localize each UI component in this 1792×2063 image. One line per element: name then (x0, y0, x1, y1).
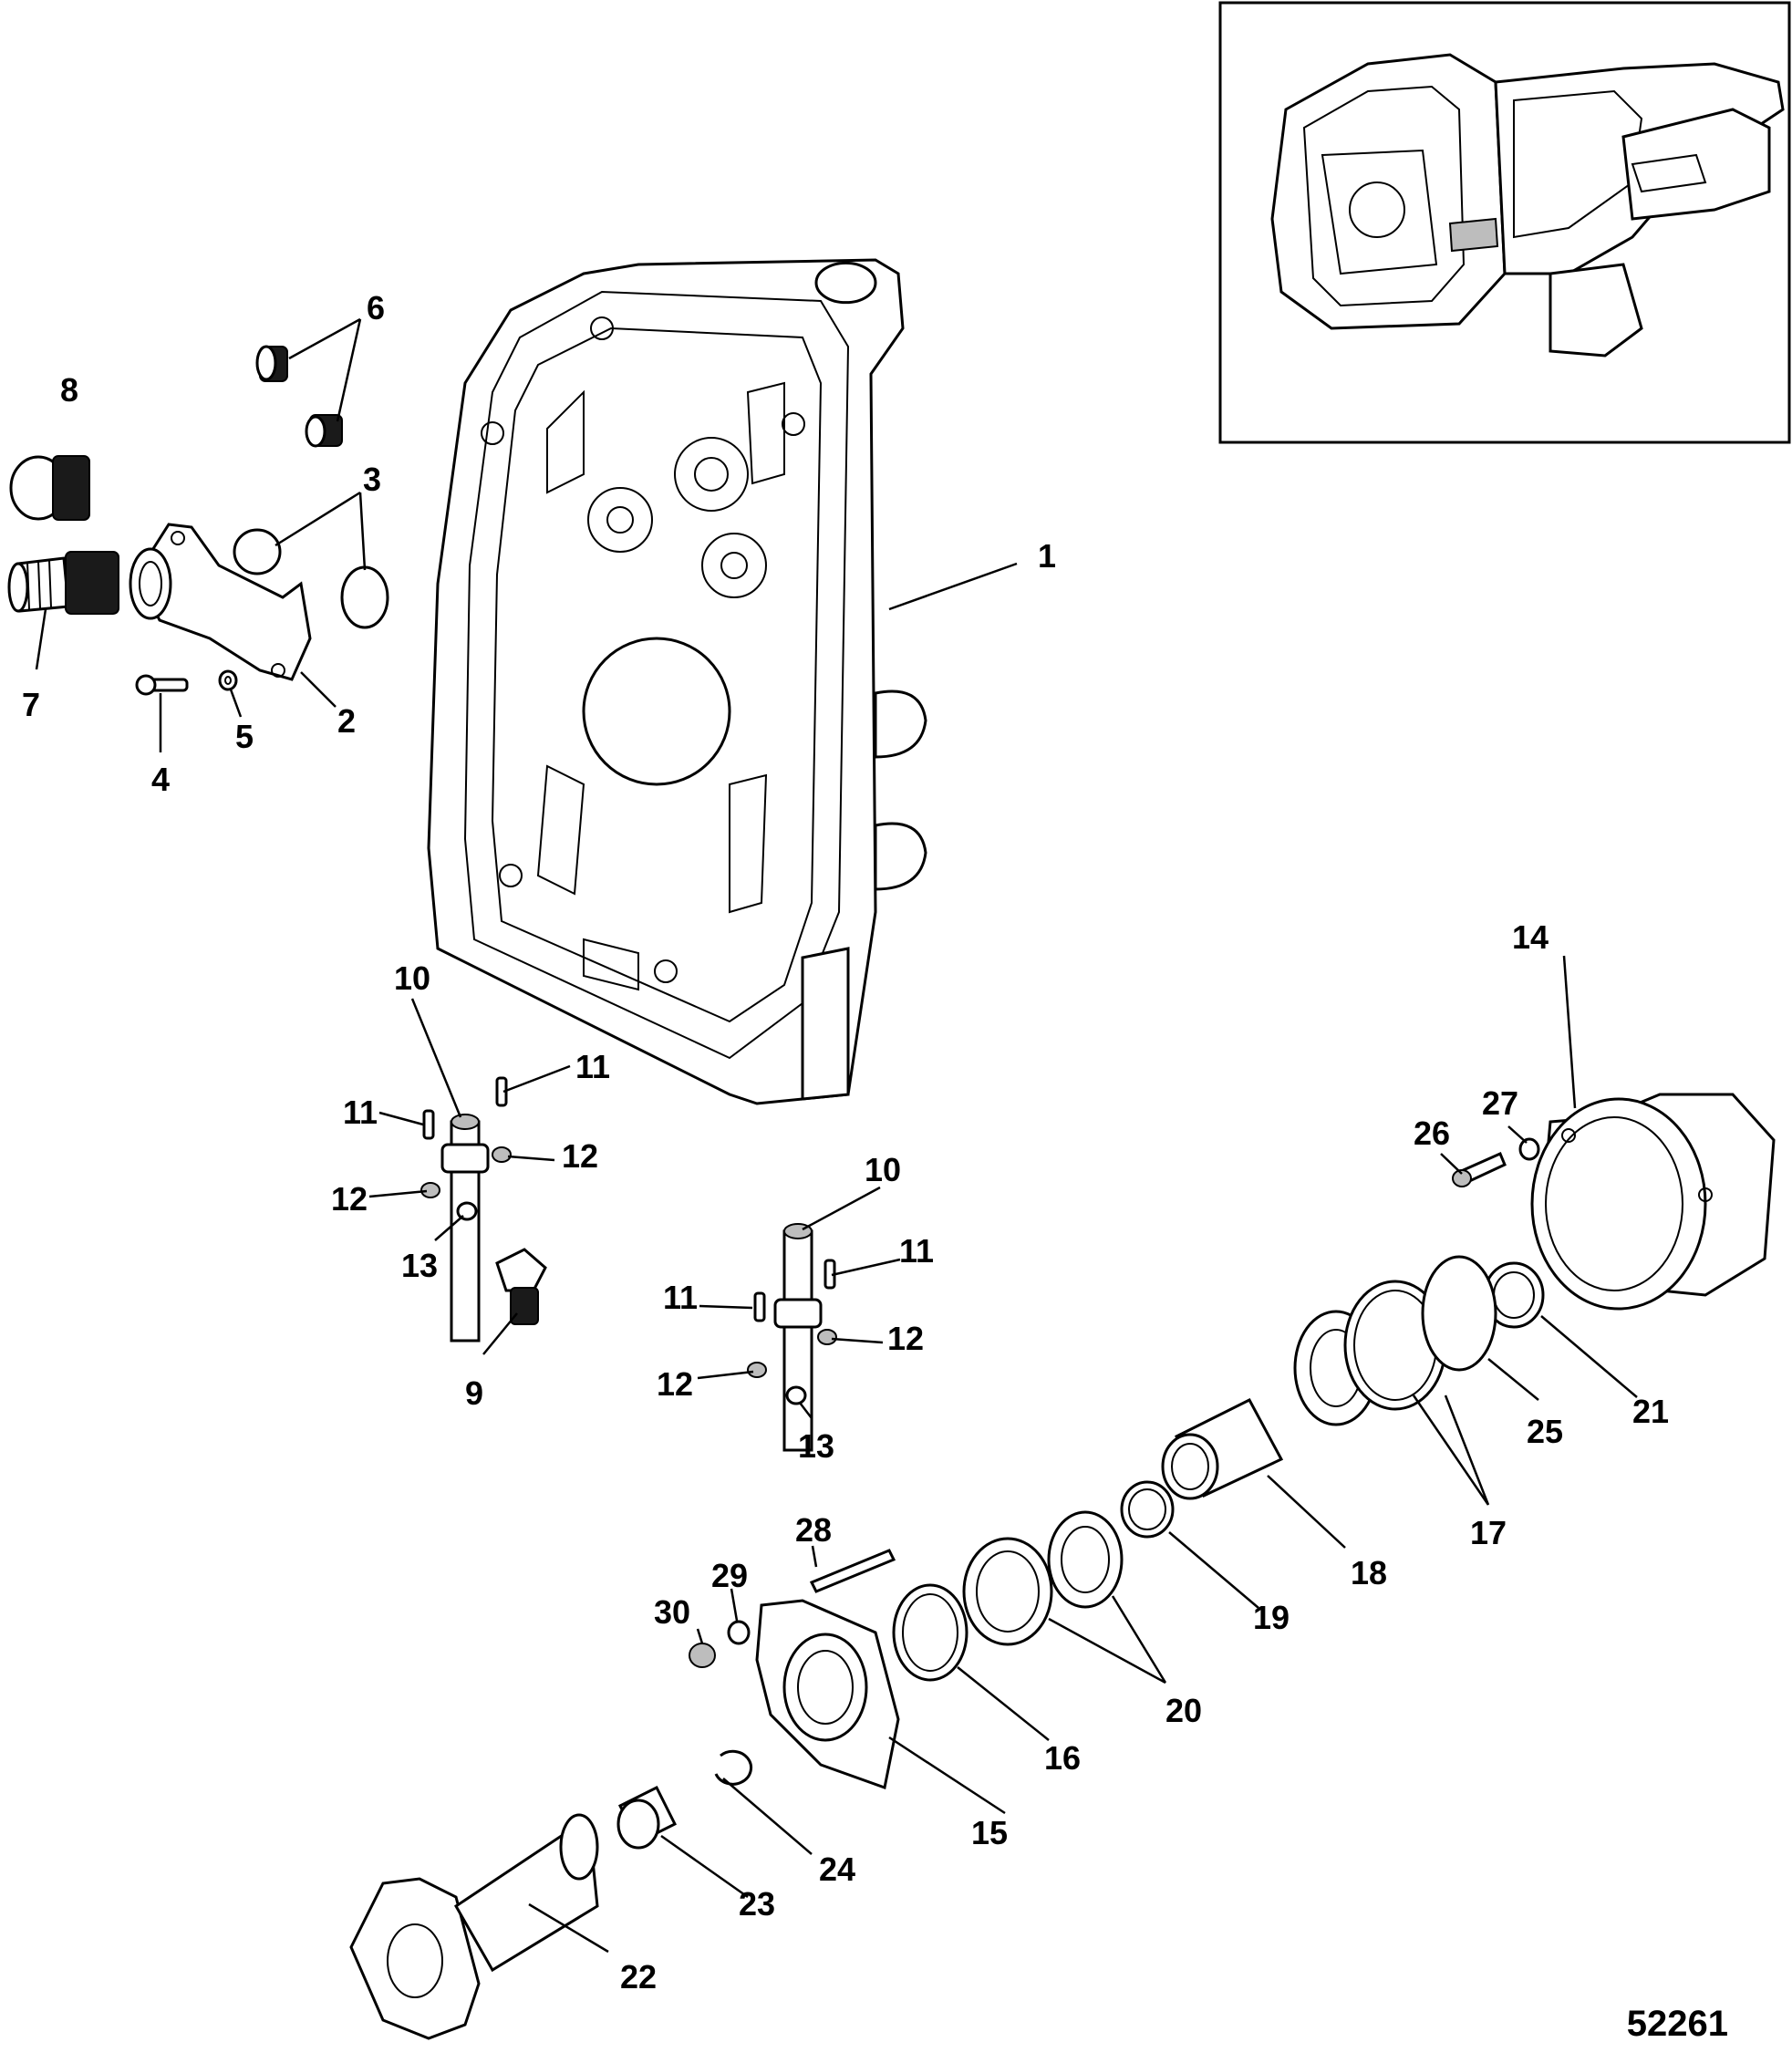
part-24-retaining-ring (714, 1749, 753, 1786)
part-10-pin-right (773, 1223, 823, 1452)
callout-20: 20 (1165, 1692, 1202, 1729)
leader-lines (35, 317, 1638, 1954)
part-29-washer (727, 1620, 751, 1645)
part-14-bearing-housing (1530, 1093, 1776, 1311)
callout-labels: 1 2 3 4 5 6 7 8 9 10 10 11 11 11 11 12 1… (22, 289, 1669, 1996)
callout-2: 2 (337, 702, 356, 740)
figure-id-number: 52261 (1627, 2004, 1728, 2044)
callout-15: 15 (971, 1814, 1008, 1851)
callout-9: 9 (465, 1374, 483, 1412)
callout-12-c: 12 (887, 1320, 924, 1357)
callout-3: 3 (363, 461, 381, 498)
part-30-nut (689, 1643, 716, 1668)
part-28-pin (809, 1549, 896, 1593)
callout-6: 6 (367, 289, 385, 327)
part-9-fitting (495, 1248, 547, 1325)
callout-17: 17 (1470, 1514, 1507, 1551)
callout-14: 14 (1512, 918, 1549, 956)
callout-18: 18 (1351, 1554, 1387, 1591)
part-15-retainer-plate (755, 1599, 900, 1789)
inset-overview (1218, 1, 1791, 444)
part-18-spacer-tube (1161, 1398, 1284, 1500)
callout-11-a: 11 (343, 1094, 378, 1131)
callout-26: 26 (1414, 1114, 1450, 1152)
callout-11-c: 11 (663, 1279, 698, 1316)
part-25-o-ring (1421, 1255, 1497, 1372)
part-17-bearing (1293, 1280, 1447, 1426)
callout-28: 28 (795, 1511, 832, 1549)
part-12-nuts (420, 1146, 837, 1378)
callout-13-b: 13 (798, 1427, 834, 1465)
part-10-pin-left (440, 1114, 490, 1343)
callout-12-d: 12 (657, 1365, 693, 1403)
inset-drive-unit-illustration (1270, 53, 1785, 358)
callout-11-d: 11 (899, 1232, 934, 1270)
callout-12-b: 12 (331, 1180, 368, 1218)
callout-11-b: 11 (575, 1048, 610, 1085)
callout-29: 29 (711, 1557, 748, 1594)
part-22-shaft (349, 1813, 599, 2040)
callout-22: 22 (620, 1958, 657, 1996)
callout-23: 23 (739, 1885, 775, 1923)
part-26-bolt (1452, 1152, 1507, 1187)
part-11-small-pins (422, 1076, 836, 1322)
callout-27: 27 (1482, 1084, 1518, 1122)
callout-12-a: 12 (562, 1137, 598, 1175)
callout-1: 1 (1038, 537, 1056, 575)
callout-8: 8 (60, 371, 78, 409)
callout-7: 7 (22, 686, 40, 723)
part-16-race (892, 1583, 969, 1682)
callout-21: 21 (1632, 1393, 1669, 1430)
callout-30: 30 (654, 1593, 690, 1631)
part-8-plug (9, 455, 90, 521)
callout-10-right: 10 (865, 1151, 901, 1188)
callout-16: 16 (1044, 1739, 1081, 1777)
callout-4: 4 (151, 761, 170, 798)
callout-13-a: 13 (401, 1247, 438, 1284)
part-27-washer (1518, 1137, 1540, 1161)
part-23-bushing (616, 1785, 678, 1850)
part-7-hose-fitting (7, 551, 119, 615)
callout-24: 24 (819, 1850, 855, 1888)
part-20-bearing (962, 1510, 1124, 1646)
part-4-screw (135, 674, 189, 696)
part-5-washer (218, 669, 238, 691)
part-1-housing (427, 258, 927, 1105)
callout-10-left: 10 (394, 959, 430, 997)
callout-25: 25 (1527, 1413, 1563, 1450)
part-2-elbow-fitting (129, 523, 312, 681)
part-6-plugs (255, 345, 343, 448)
callout-5: 5 (235, 718, 254, 755)
callout-19: 19 (1253, 1599, 1290, 1636)
part-19-snap-ring (1120, 1480, 1175, 1539)
